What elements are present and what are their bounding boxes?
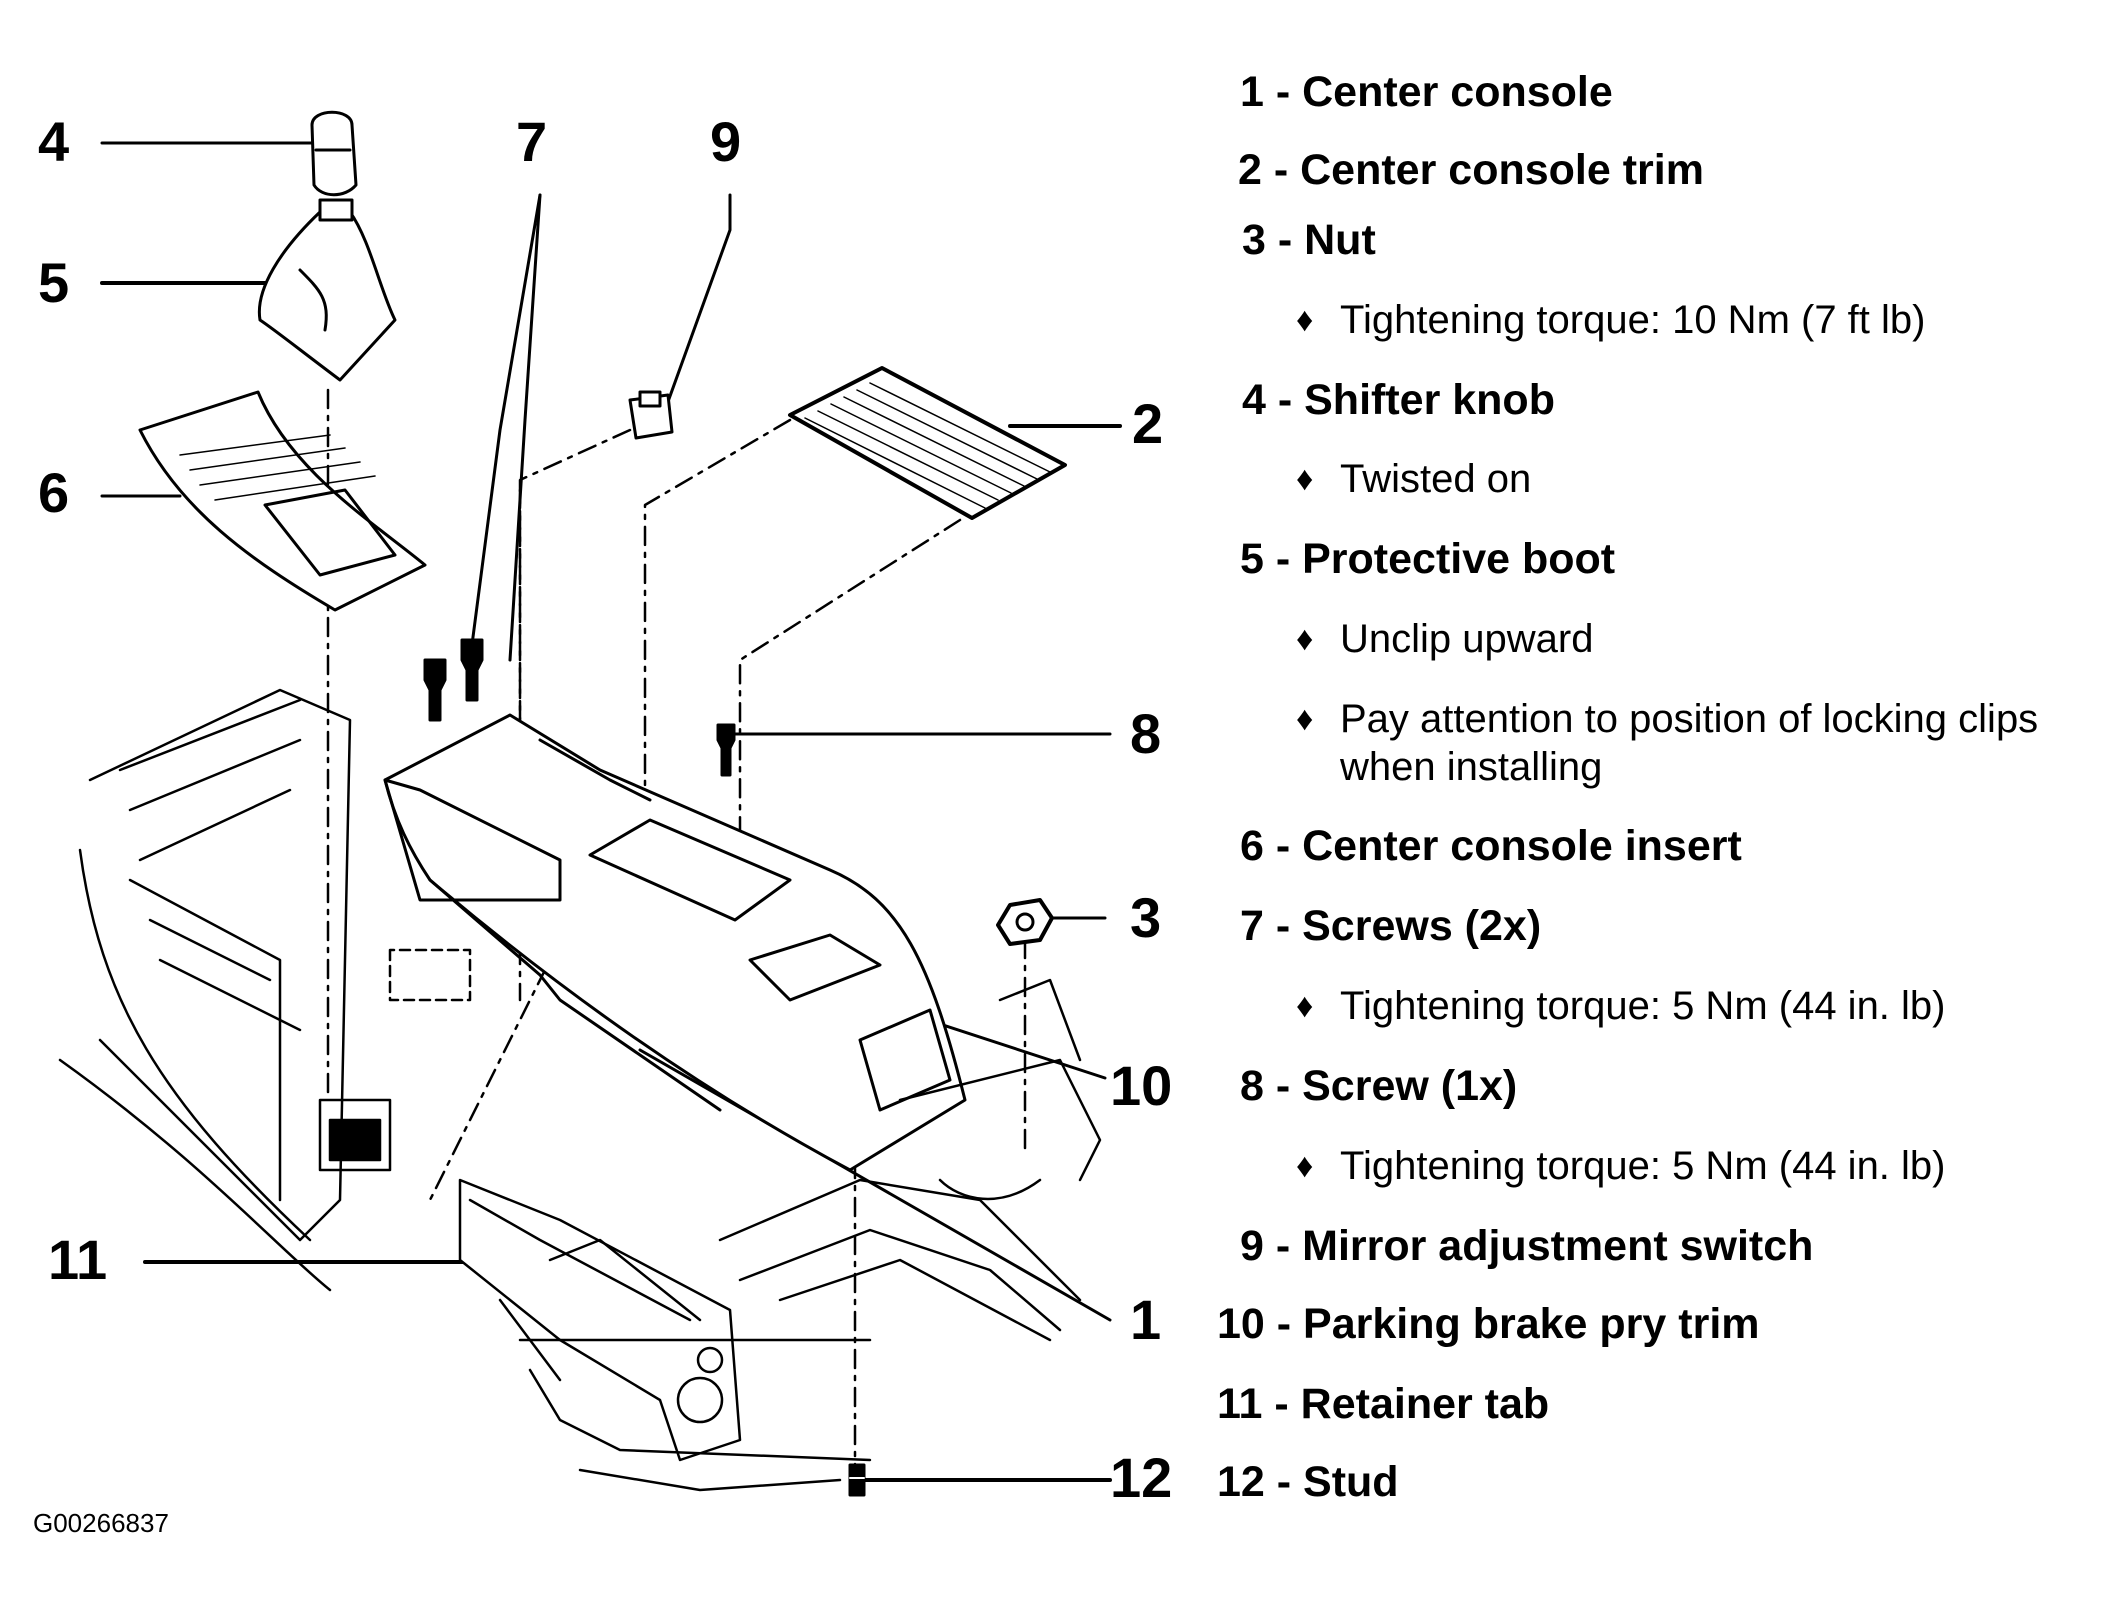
- legend-item-7: 7 - Screws (2x): [1240, 902, 1542, 950]
- legend-note-text: Tightening torque: 10 Nm (7 ft lb): [1340, 298, 1926, 342]
- legend-note-text: Tightening torque: 5 Nm (44 in. lb): [1340, 1144, 1946, 1188]
- legend-item-2: 2 - Center console trim: [1238, 146, 1704, 194]
- protective-boot: [257, 210, 397, 382]
- legend-item-10: 10 - Parking brake pry trim: [1217, 1300, 1760, 1348]
- legend-note-5b: ♦ Pay attention to position of locking c…: [1296, 695, 2039, 791]
- bullet-diamond-icon: ♦: [1296, 460, 1314, 498]
- legend-item-9: 9 - Mirror adjustment switch: [1240, 1222, 1814, 1270]
- leader-9: [663, 193, 732, 412]
- legend-item-12: 12 - Stud: [1217, 1458, 1399, 1506]
- legend-note-8: ♦ Tightening torque: 5 Nm (44 in. lb): [1296, 1142, 1946, 1190]
- legend-note-7: ♦ Tightening torque: 5 Nm (44 in. lb): [1296, 982, 1946, 1030]
- shift-area-structure: [58, 688, 472, 1292]
- callout-4: 4: [38, 110, 70, 173]
- callout-2: 2: [1132, 392, 1164, 455]
- legend-note-text: Pay attention to position of locking cli…: [1340, 697, 2039, 741]
- bullet-diamond-icon: ♦: [1296, 1147, 1314, 1185]
- callout-1: 1: [1130, 1288, 1162, 1351]
- bullet-diamond-icon: ♦: [1296, 620, 1314, 658]
- callout-12: 12: [1110, 1446, 1173, 1509]
- screws-7: [423, 638, 484, 722]
- exploded-view-drawing: [58, 110, 1122, 1497]
- bullet-diamond-icon: ♦: [1296, 301, 1314, 339]
- callout-9: 9: [710, 110, 742, 173]
- legend-item-8: 8 - Screw (1x): [1240, 1062, 1518, 1110]
- bullet-diamond-icon: ♦: [1296, 987, 1314, 1025]
- stud-12: [848, 1463, 866, 1497]
- callout-7: 7: [516, 110, 548, 173]
- legend-note-5a: ♦ Unclip upward: [1296, 615, 1594, 663]
- callout-3: 3: [1130, 886, 1162, 949]
- legend-item-4: 4 - Shifter knob: [1242, 376, 1555, 424]
- center-console-trim: [788, 366, 1067, 520]
- screw-8: [716, 723, 736, 777]
- parking-brake-area: [458, 1178, 872, 1492]
- callout-6: 6: [38, 461, 70, 524]
- leader-7a: [468, 193, 542, 662]
- legend-note-3: ♦ Tightening torque: 10 Nm (7 ft lb): [1296, 296, 1926, 344]
- legend-item-11: 11 - Retainer tab: [1217, 1380, 1550, 1428]
- callout-8: 8: [1130, 702, 1162, 765]
- callout-10: 10: [1110, 1054, 1173, 1117]
- legend-note-text: when installing: [1340, 745, 1603, 789]
- leader-7b: [508, 193, 542, 662]
- legend-note-text: Twisted on: [1340, 457, 1532, 501]
- legend-item-6: 6 - Center console insert: [1240, 822, 1742, 870]
- center-console: [383, 713, 967, 1172]
- legend-note-4: ♦ Twisted on: [1296, 455, 1532, 503]
- legend-note-text: Unclip upward: [1340, 617, 1594, 661]
- legend-item-1: 1 - Center console: [1240, 68, 1613, 116]
- legend-item-3: 3 - Nut: [1242, 216, 1376, 264]
- callout-5: 5: [38, 251, 70, 314]
- nut-3: [996, 898, 1054, 946]
- parts-legend: 1 - Center console 2 - Center console tr…: [1215, 0, 2095, 1606]
- shifter-knob: [310, 110, 358, 197]
- legend-item-5: 5 - Protective boot: [1240, 535, 1616, 583]
- bullet-diamond-icon: ♦: [1296, 700, 1314, 738]
- callout-11: 11: [48, 1228, 108, 1291]
- figure-id: G00266837: [33, 1508, 169, 1538]
- legend-note-text: Tightening torque: 5 Nm (44 in. lb): [1340, 984, 1946, 1028]
